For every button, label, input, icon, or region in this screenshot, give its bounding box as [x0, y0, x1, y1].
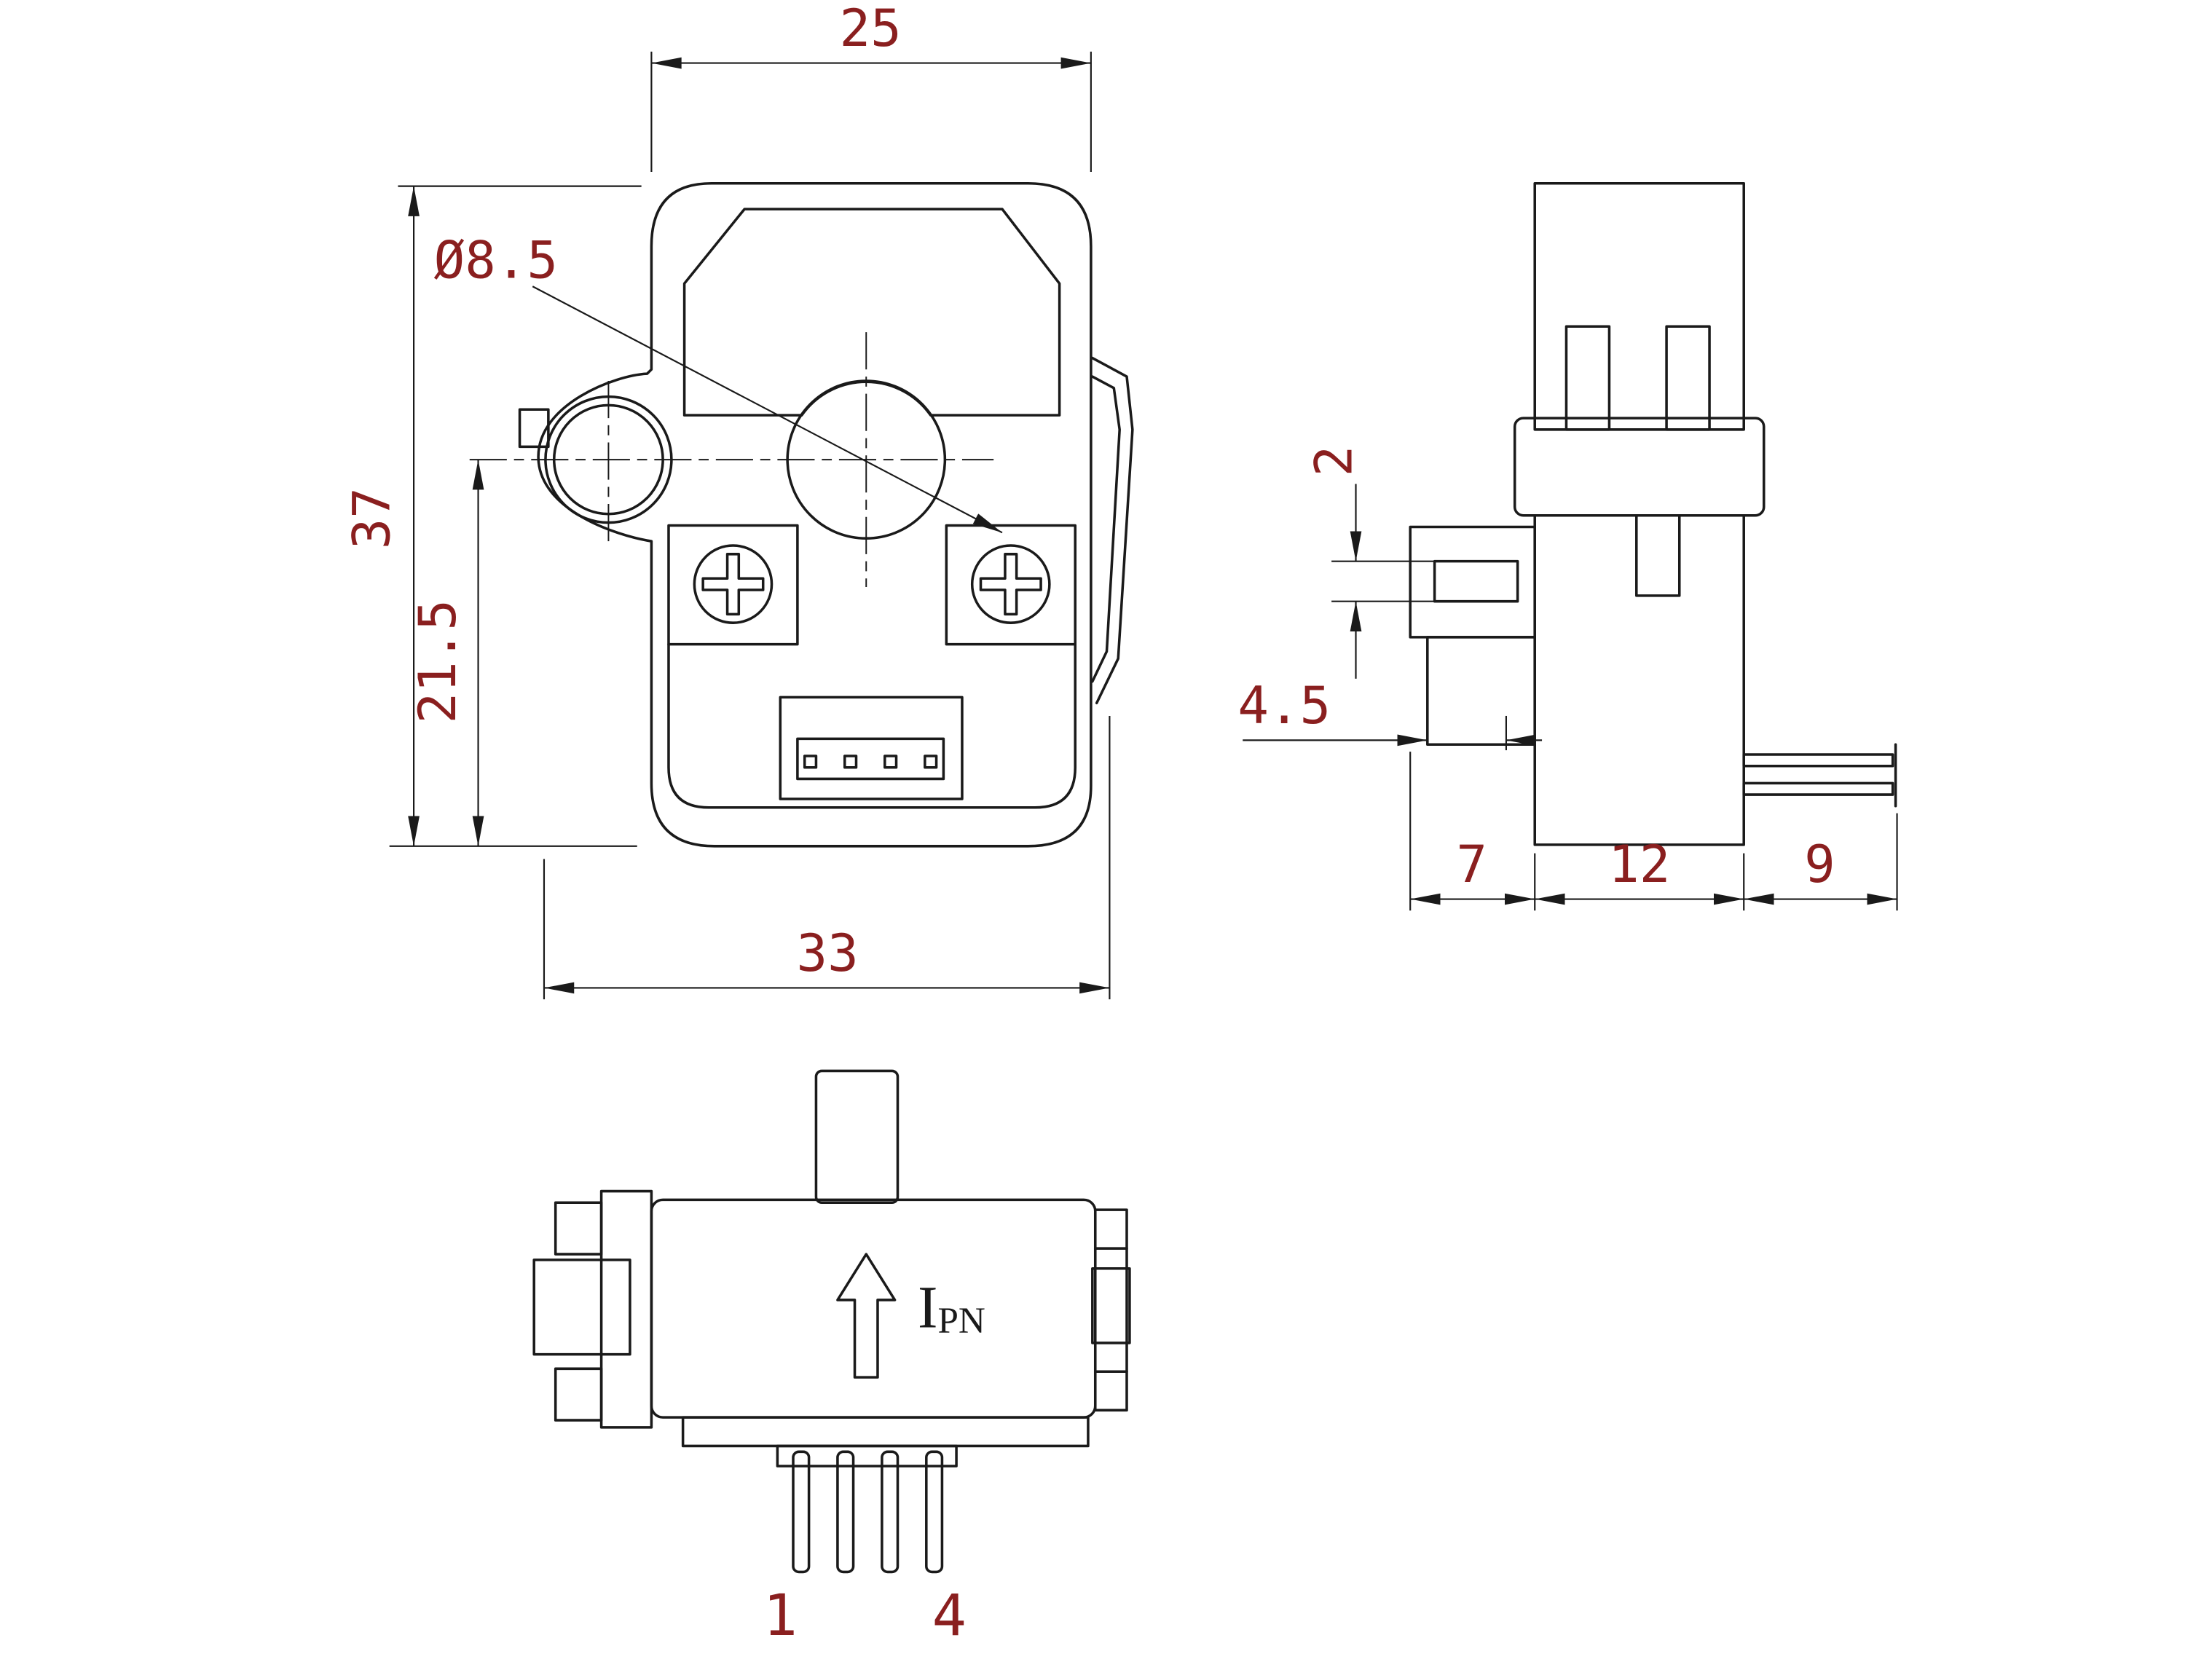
clip-inner-edge [1091, 375, 1121, 683]
phillips-cross-icon [701, 553, 765, 616]
dim-text-21-5: 21.5 [407, 599, 468, 723]
bottom-connector-strip [681, 1416, 1090, 1448]
bottom-pin [925, 1450, 944, 1574]
leader-line [532, 285, 1003, 534]
screw-boss-rect [667, 524, 799, 646]
bottom-left-boss [532, 1258, 631, 1356]
dim-text-4-5: 4.5 [1237, 675, 1331, 736]
current-label-main: I [918, 1273, 938, 1340]
pin-1-label: 1 [763, 1582, 798, 1649]
connector-inner-rect [796, 737, 945, 781]
current-direction-arrow-icon [836, 1253, 897, 1379]
bottom-pin [792, 1450, 811, 1574]
bottom-pin [836, 1450, 855, 1574]
side-clip-slot [1564, 325, 1611, 431]
dim-text-2: 2 [1304, 446, 1364, 477]
connector-pin [803, 755, 818, 769]
dim-slot-height: 2 [1304, 446, 1435, 679]
front-top-recess [682, 208, 1061, 417]
dim-center-height: 21.5 [407, 460, 484, 846]
side-body [1533, 513, 1745, 846]
bottom-right-plate [1093, 1208, 1128, 1412]
side-clip-tongue [1635, 513, 1681, 597]
screw-head-circle [693, 544, 774, 624]
bottom-right-window [1091, 1267, 1131, 1344]
dim-text-33: 33 [797, 923, 859, 983]
bottom-left-tooth-upper [554, 1201, 603, 1256]
bottom-connector-shroud [776, 1444, 958, 1468]
pin-4-label: 4 [932, 1582, 967, 1649]
dim-aperture-diameter: Ø8.5 [434, 229, 1003, 534]
screw-head-circle [970, 544, 1051, 624]
connector-pin [843, 755, 858, 769]
dim-text-9: 9 [1804, 834, 1835, 894]
front-connector [779, 696, 964, 800]
side-boss-slot [1433, 559, 1519, 603]
dim-text-diameter: Ø8.5 [434, 229, 558, 290]
dim-overall-width: 33 [543, 715, 1111, 1000]
dim-pin-length: 9 [1744, 813, 1898, 911]
connector-pin [883, 755, 898, 769]
current-label-sub: PN [938, 1300, 985, 1342]
front-left-tab [518, 408, 550, 449]
dim-step-width: 4.5 [1237, 675, 1543, 751]
dim-boss-depth: 7 [1409, 752, 1536, 911]
bottom-stem [814, 1069, 900, 1205]
side-clip-band [1513, 417, 1766, 517]
side-clip-tower [1533, 181, 1745, 431]
dim-text-7: 7 [1456, 834, 1487, 894]
dim-text-37: 37 [342, 487, 402, 549]
front-body-outline [537, 181, 1093, 848]
side-boss-upper [1409, 525, 1536, 639]
bottom-left-tooth-lower [554, 1367, 603, 1422]
side-boss-lower [1426, 636, 1536, 747]
current-label: IPN [918, 1273, 985, 1342]
front-inner-wall [667, 642, 1077, 809]
phillips-cross-icon [979, 553, 1042, 616]
dim-overall-height: 37 [342, 185, 642, 847]
connector-outer-rect [779, 696, 964, 800]
dim-text-25: 25 [840, 0, 902, 58]
front-view: 25 37 21.5 33 Ø8.5 [342, 0, 1134, 1000]
side-view: 2 4.5 7 12 9 [1237, 181, 1898, 911]
bottom-view: IPN 1 4 [532, 1069, 1131, 1649]
clip-outer-edge [1091, 356, 1134, 705]
connector-pin [924, 755, 938, 769]
front-screw-right [945, 524, 1077, 646]
side-clip-slot [1665, 325, 1711, 431]
bottom-pin [881, 1450, 900, 1574]
front-screw-left [667, 524, 799, 646]
dim-top-width: 25 [650, 0, 1092, 172]
dim-body-depth: 12 [1535, 834, 1745, 911]
side-pin [1742, 753, 1894, 768]
bottom-left-plate [599, 1189, 653, 1429]
screw-boss-rect [945, 524, 1077, 646]
side-pin [1742, 781, 1894, 796]
front-side-clip [1091, 356, 1134, 705]
dim-text-12: 12 [1608, 834, 1670, 894]
